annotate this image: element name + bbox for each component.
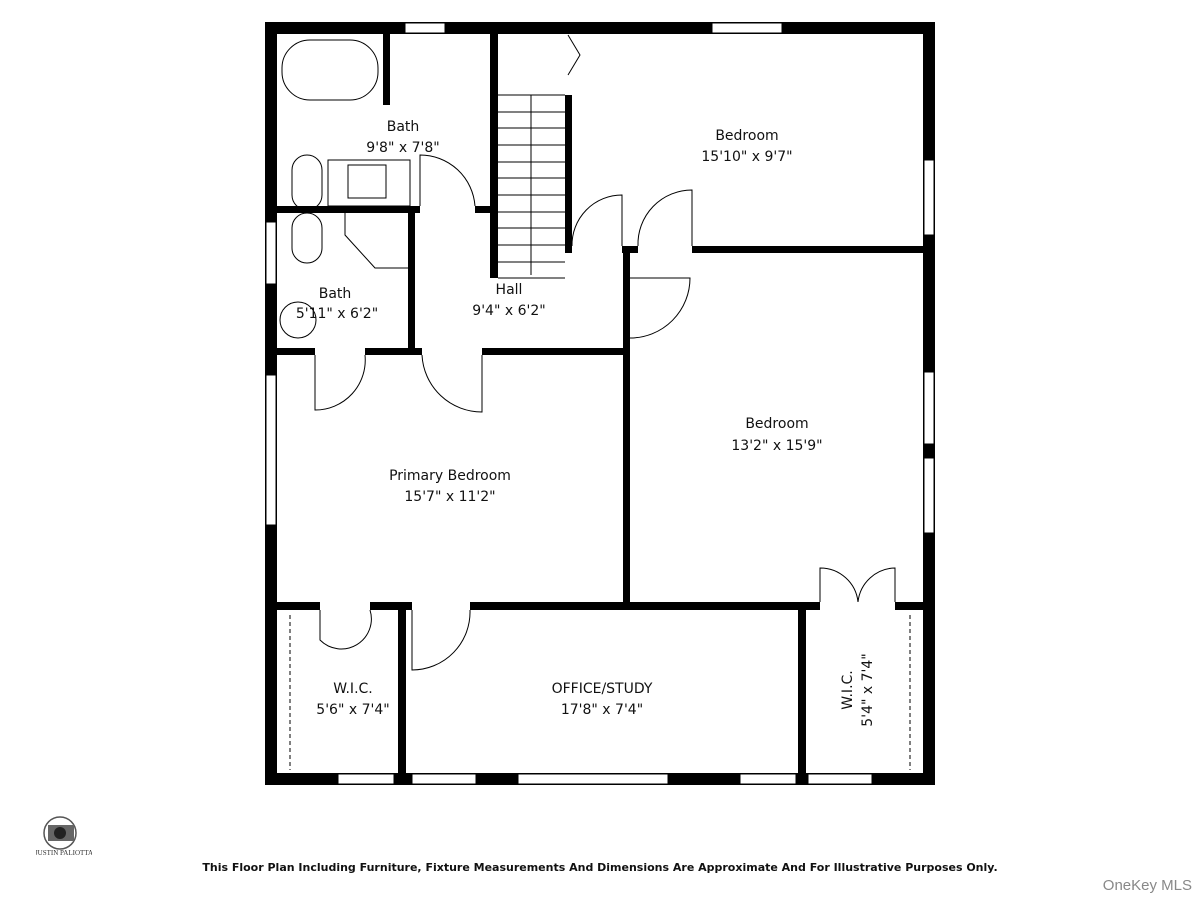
- door-swing: [411, 609, 471, 671]
- door-swing: [314, 354, 366, 411]
- room-name: W.I.C.: [840, 670, 856, 710]
- room-name: Bath: [319, 286, 352, 302]
- fixtures: [279, 34, 911, 770]
- disclaimer: This Floor Plan Including Furniture, Fix…: [202, 861, 998, 874]
- room-name: Bedroom: [715, 128, 778, 144]
- camera-logo-icon: JUSTIN PALIOTTA: [36, 816, 92, 857]
- room-size: 5'4" x 7'4": [860, 653, 876, 726]
- room-name: W.I.C.: [333, 681, 373, 697]
- photographer-logo: JUSTIN PALIOTTA: [36, 815, 92, 865]
- room-name: Bedroom: [745, 416, 808, 432]
- room-size: 5'6" x 7'4": [316, 702, 389, 718]
- door-swing: [319, 609, 372, 650]
- svg-text:JUSTIN PALIOTTA: JUSTIN PALIOTTA: [36, 849, 92, 857]
- room-name: OFFICE/STUDY: [552, 681, 653, 697]
- toilet: [291, 212, 323, 264]
- windows: [265, 22, 935, 785]
- door-swing: [819, 567, 896, 603]
- shower: [344, 213, 408, 269]
- sink: [279, 301, 317, 339]
- watermark: OneKey MLS: [1102, 877, 1192, 894]
- room-name: Primary Bedroom: [389, 468, 511, 484]
- room-size: 15'10" x 9'7": [701, 149, 792, 165]
- room-size: 17'8" x 7'4": [561, 702, 643, 718]
- walls: [265, 22, 935, 785]
- door-swing: [571, 194, 623, 247]
- bathtub: [281, 39, 379, 101]
- door-swing: [629, 277, 691, 339]
- room-name: Bath: [387, 119, 420, 135]
- door-swing: [419, 154, 476, 207]
- sink: [347, 164, 387, 199]
- room-size: 15'7" x 11'2": [404, 489, 495, 505]
- room-name: Hall: [496, 282, 523, 298]
- room-size: 5'11" x 6'2": [296, 306, 378, 322]
- toilet: [291, 154, 323, 211]
- room-size: 9'4" x 6'2": [472, 303, 545, 319]
- room-labels: Bath 9'8" x 7'8" Bedroom 15'10" x 9'7" B…: [296, 119, 876, 727]
- door-swing: [421, 354, 483, 413]
- door-swing: [637, 189, 693, 247]
- stairs: [498, 94, 565, 279]
- room-size: 13'2" x 15'9": [731, 438, 822, 454]
- vanity: [327, 159, 411, 207]
- room-size: 9'8" x 7'8": [366, 140, 439, 156]
